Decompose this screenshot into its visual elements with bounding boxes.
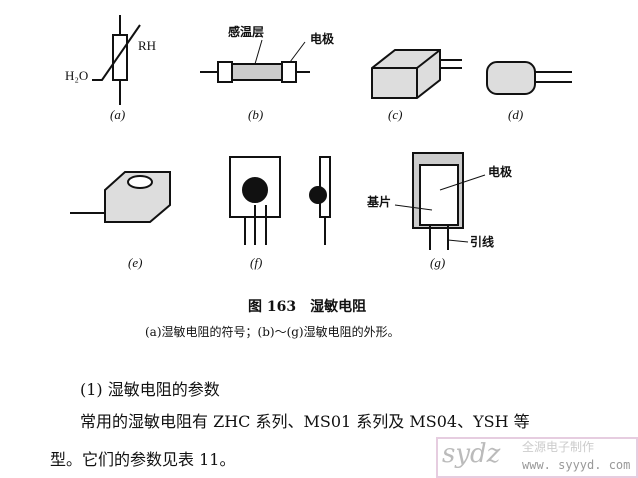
label-f: (f) [250, 255, 263, 270]
label-e: (e) [128, 255, 143, 270]
watermark-name: 全源电子制作 [522, 440, 595, 454]
humidity-resistor-symbol [92, 15, 141, 105]
watermark-logo: sydz [442, 439, 501, 469]
resistor-shape-f [229, 156, 331, 245]
label-g: (g) [430, 255, 446, 270]
sensing-layer-callout: 感温层 [228, 25, 265, 39]
label-b: (b) [248, 107, 264, 122]
electrode-callout-g: 电极 [488, 165, 513, 179]
section-heading: (1) 湿敏电阻的参数 [80, 380, 220, 399]
label-a: (a) [110, 107, 126, 122]
resistor-shape-b [200, 39, 310, 83]
resistor-shape-d [486, 61, 572, 95]
h2o-label: H₂O [65, 68, 89, 83]
resistor-shape-c [371, 49, 462, 99]
paragraph-line-2: 型。它们的参数见表 11。 [50, 450, 236, 469]
substrate-callout: 基片 [367, 195, 392, 209]
paragraph-line-1: 常用的湿敏电阻有 ZHC 系列、MS01 系列及 MS04、YSH 等 [80, 412, 530, 431]
electrode-callout-b: 电极 [310, 32, 335, 46]
watermark: sydz 全源电子制作 www. syyyd. com [436, 437, 638, 478]
figure-title: 图 163 湿敏电阻 [248, 299, 367, 315]
resistor-shape-g [394, 152, 486, 250]
rh-label: RH [138, 38, 157, 53]
label-d: (d) [508, 107, 524, 122]
watermark-url: www. syyyd. com [522, 458, 631, 472]
figure-caption: (a)湿敏电阻的符号；(b)～(g)湿敏电阻的外形。 [145, 325, 400, 339]
label-c: (c) [388, 107, 403, 122]
lead-callout: 引线 [470, 235, 495, 249]
resistor-shape-e [70, 171, 171, 223]
